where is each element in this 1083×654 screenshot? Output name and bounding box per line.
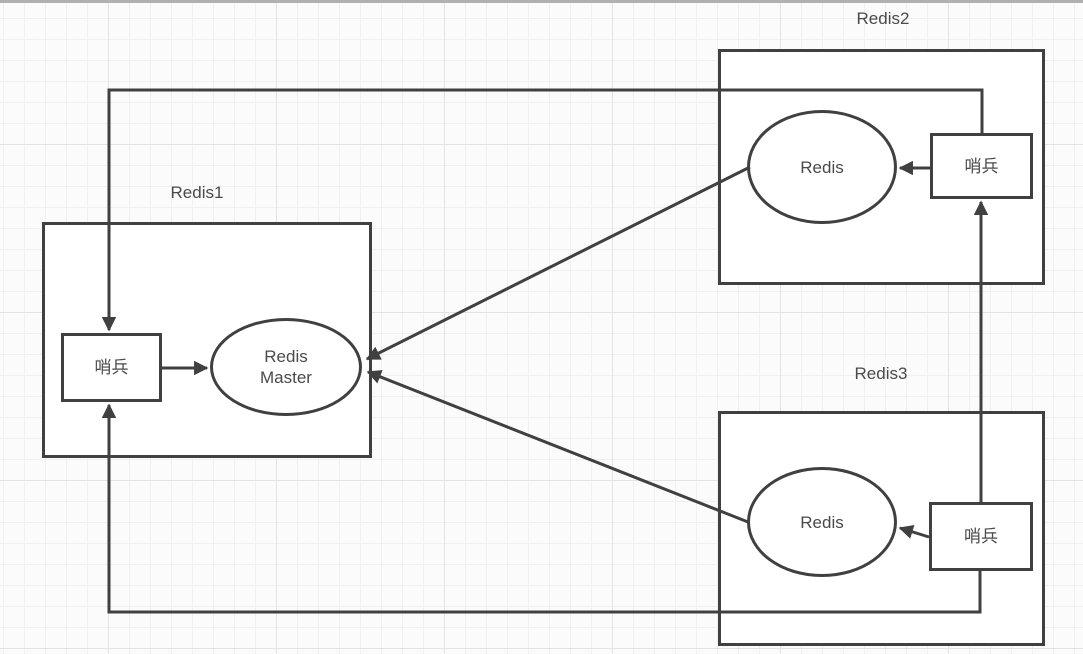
group-label-redis2: Redis2 xyxy=(856,9,910,28)
node-redis3[interactable]: Redis xyxy=(747,467,897,577)
node-redis-master-label-line1: Redis xyxy=(264,347,308,366)
node-sentinel-redis3-label: 哨兵 xyxy=(964,527,998,546)
window-edge xyxy=(0,0,1083,3)
node-sentinel-redis3[interactable]: 哨兵 xyxy=(929,502,1033,571)
group-label-redis3: Redis3 xyxy=(854,364,908,383)
node-sentinel-redis1[interactable]: 哨兵 xyxy=(61,333,162,402)
node-redis3-label: Redis xyxy=(800,512,844,532)
node-sentinel-redis2-label: 哨兵 xyxy=(964,156,999,176)
node-sentinel-redis2[interactable]: 哨兵 xyxy=(930,133,1033,199)
node-redis-master-label-line2: Master xyxy=(260,368,312,387)
node-redis2-label: Redis xyxy=(800,157,844,177)
group-label-redis1: Redis1 xyxy=(170,183,224,202)
connector-sentinel3-to-redis3[interactable] xyxy=(898,524,930,539)
connector-redis2-to-master[interactable] xyxy=(365,165,751,361)
connector-sentinel2-to-sentinel1[interactable] xyxy=(101,88,984,332)
node-redis-master[interactable]: Redis Master xyxy=(210,318,362,416)
connector-sentinel3-to-sentinel1[interactable] xyxy=(101,403,982,614)
connector-redis3-to-master[interactable] xyxy=(366,370,749,524)
node-sentinel-redis1-label: 哨兵 xyxy=(94,358,129,377)
